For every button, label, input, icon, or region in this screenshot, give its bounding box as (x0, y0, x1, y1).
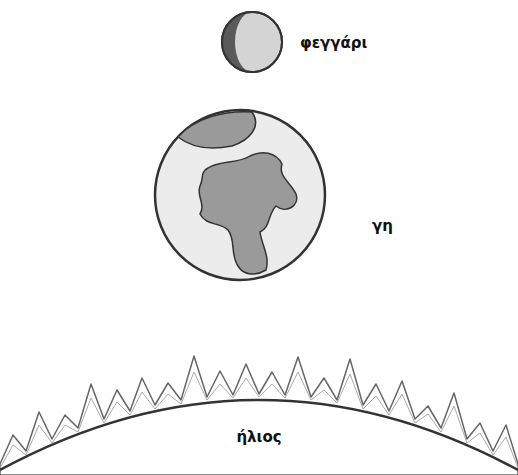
earth-drawing (155, 110, 325, 280)
object-label: ήλιος (236, 428, 281, 446)
object-label: φεγγάρι (300, 34, 367, 52)
moon-drawing (222, 12, 282, 72)
sun-drawing (0, 356, 518, 475)
object-label: γη (372, 217, 393, 235)
